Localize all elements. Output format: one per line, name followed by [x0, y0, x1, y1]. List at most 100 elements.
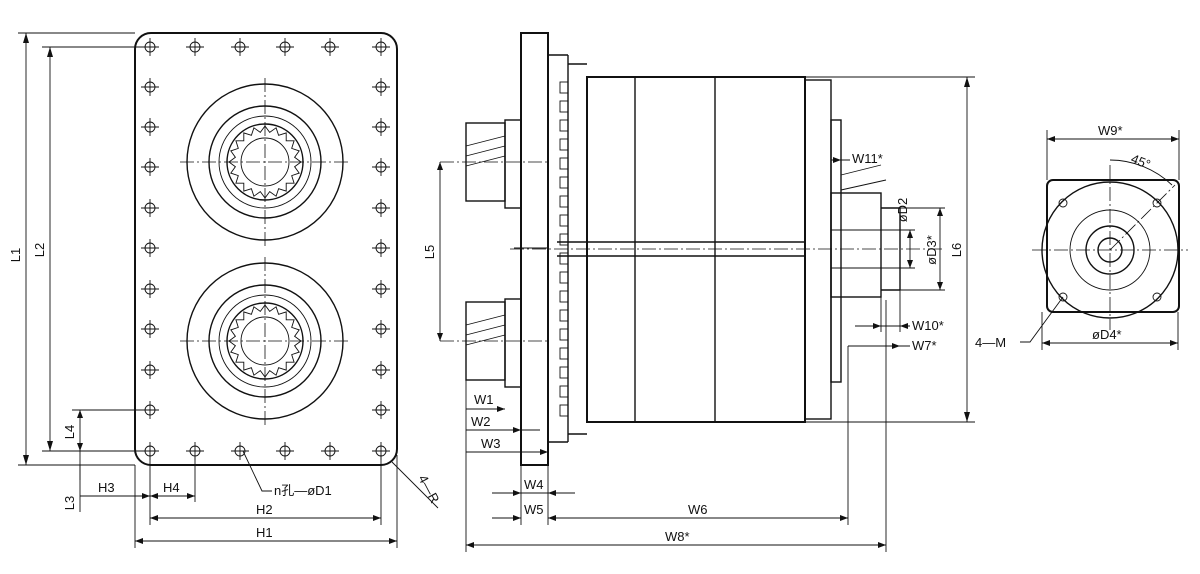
label-W5: W5: [524, 502, 544, 517]
flange-tooth: [559, 233, 569, 246]
label-W6: W6: [688, 502, 708, 517]
input-flange-view: W9* 45° øD4* 4—M: [975, 123, 1188, 350]
upper-output-flange: [180, 78, 350, 246]
thread-hole-icon: [1152, 198, 1162, 208]
dimension-D4: øD4*: [1041, 312, 1179, 350]
dimension-W5: W5: [492, 502, 544, 521]
dimension-W3: W3: [466, 436, 548, 455]
flange-tooth: [559, 252, 569, 265]
bolt-hole-icon: [140, 360, 160, 380]
bolt-hole-icon: [371, 157, 391, 177]
bolt-hole-icon: [140, 238, 160, 258]
flange-tooth: [559, 404, 569, 417]
lower-output-shaft: [440, 298, 548, 388]
bolt-hole-icon: [185, 37, 205, 57]
bolt-hole-icon: [371, 37, 391, 57]
label-D4: øD4*: [1092, 327, 1122, 342]
input-flange-square: [1046, 179, 1180, 313]
flange-tooth: [559, 385, 569, 398]
bolt-hole-icon: [371, 360, 391, 380]
flange-tooth: [559, 271, 569, 284]
dimension-L3: L3: [62, 451, 81, 512]
dimension-H1: H1: [135, 455, 398, 548]
label-H4: H4: [163, 480, 180, 495]
dimension-L4: L4: [62, 409, 148, 451]
bolt-hole-icon: [140, 198, 160, 218]
flange-tooth: [559, 119, 569, 132]
thread-hole-icon: [1152, 292, 1162, 302]
label-L5: L5: [422, 245, 437, 259]
dimension-L6: L6: [805, 76, 975, 423]
flange-tooth: [559, 347, 569, 360]
dimension-W1: W1: [465, 380, 505, 458]
label-W2: W2: [471, 414, 491, 429]
bolt-hole-icon: [371, 319, 391, 339]
label-W1: W1: [474, 392, 494, 407]
bolt-hole-icon: [371, 400, 391, 420]
bolt-hole-icon: [371, 198, 391, 218]
label-D3: øD3*: [924, 235, 939, 265]
bolt-hole-icon: [275, 441, 295, 461]
dimension-W6: W6: [548, 346, 849, 525]
upper-output-shaft: [440, 119, 548, 209]
label-W11: W11*: [852, 151, 883, 166]
flange-tooth: [559, 100, 569, 113]
flange-tooth: [559, 138, 569, 151]
label-W9: W9*: [1098, 123, 1123, 138]
dimension-W8: W8*: [465, 300, 887, 552]
flange-tooth: [559, 290, 569, 303]
dimension-W11: W11*: [831, 151, 883, 166]
label-W10: W10*: [912, 318, 944, 333]
label-L3: L3: [62, 496, 77, 510]
label-D2: øD2: [895, 198, 910, 223]
bolt-hole-icon: [371, 238, 391, 258]
label-L2: L2: [32, 243, 47, 257]
label-thread: 4—M: [975, 335, 1006, 350]
side-view: L5 L6 øD2 øD3*: [422, 32, 975, 552]
bolt-hole-icon: [140, 319, 160, 339]
flange-tooth: [559, 81, 569, 94]
dimension-H2: H2: [150, 455, 382, 525]
bolt-hole-icon: [371, 279, 391, 299]
flange-tooth: [559, 328, 569, 341]
label-L4: L4: [62, 425, 77, 439]
dimension-W9: W9*: [1046, 123, 1180, 180]
flange-tooth: [559, 366, 569, 379]
dimension-W4: W4: [492, 465, 575, 525]
dimension-H4: H4: [150, 457, 196, 502]
flange-tooth: [559, 195, 569, 208]
bolt-hole-icon: [230, 37, 250, 57]
dimension-L1: L1: [8, 32, 135, 466]
flange-tooth: [559, 214, 569, 227]
dimension-L5: L5: [422, 162, 443, 341]
dimension-D3: øD3*: [900, 207, 945, 291]
label-H1: H1: [256, 525, 273, 540]
flange-tooth: [559, 176, 569, 189]
bolt-hole-icon: [320, 441, 340, 461]
bolt-hole-icon: [140, 157, 160, 177]
bolt-hole-icon: [140, 77, 160, 97]
dimension-W2: W2: [466, 414, 540, 433]
hole-callout: n孔—øD1: [242, 450, 332, 498]
thread-hole-icon: [1058, 292, 1068, 302]
base-plate-outline: [134, 32, 398, 466]
label-W8: W8*: [665, 529, 690, 544]
label-hole-spec: n孔—øD1: [274, 483, 332, 498]
bolt-hole-icon: [320, 37, 340, 57]
front-view: L1 L2 L4 L3 H3: [8, 32, 443, 548]
input-shaft-housing: [830, 192, 882, 298]
bolt-hole-icon: [371, 117, 391, 137]
label-W3: W3: [481, 436, 501, 451]
label-L1: L1: [8, 248, 23, 262]
bolt-hole-icon: [140, 279, 160, 299]
label-L6: L6: [949, 243, 964, 257]
label-W4: W4: [524, 477, 544, 492]
corner-radius-callout: 4—R: [391, 461, 443, 509]
flange-tooth: [559, 309, 569, 322]
dimension-D2: øD2: [895, 198, 915, 269]
bolt-hole-icon: [140, 117, 160, 137]
dimension-L2: L2: [32, 46, 150, 452]
label-H3: H3: [98, 480, 115, 495]
label-H2: H2: [256, 502, 273, 517]
label-W7: W7*: [912, 338, 937, 353]
